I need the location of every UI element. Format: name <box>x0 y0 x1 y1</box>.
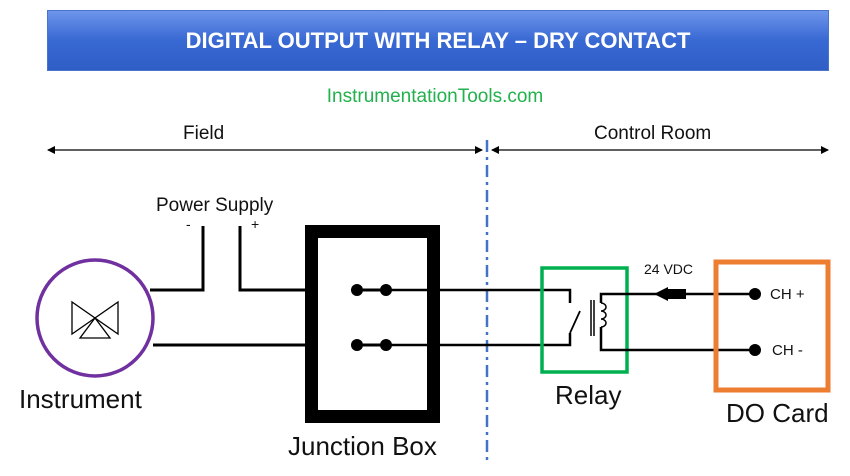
title-banner: DIGITAL OUTPUT WITH RELAY – DRY CONTACT <box>47 10 829 71</box>
do-channel-plus-terminal <box>749 288 761 300</box>
current-arrow-body <box>668 289 686 299</box>
jb-to-relay-wire-bottom <box>386 333 572 347</box>
power-supply-plus-label: + <box>251 216 260 232</box>
relay-coil-icon <box>590 300 607 336</box>
junction-box-label: Junction Box <box>288 431 437 461</box>
voltage-label: 24 VDC <box>644 261 694 277</box>
relay-coil-bottom-wire <box>599 327 755 352</box>
power-supply-minus-label: - <box>186 216 191 232</box>
do-card-label: DO Card <box>726 398 829 428</box>
relay-box <box>540 266 629 374</box>
relay-contact-switch <box>569 310 581 334</box>
power-supply-minus-wire <box>150 226 205 292</box>
channel-minus-label: CH - <box>772 342 803 359</box>
relay-coil-top-wire <box>599 292 755 303</box>
channel-plus-label: CH + <box>770 286 805 303</box>
jb-to-relay-wire-top <box>386 288 572 303</box>
current-arrow-icon <box>654 287 668 301</box>
field-zone-label: Field <box>183 123 225 144</box>
control-room-zone-label: Control Room <box>594 123 712 144</box>
instrument-label: Instrument <box>19 384 142 414</box>
do-card-box <box>713 259 831 393</box>
valve-icon <box>71 300 119 339</box>
site-subtitle: InstrumentationTools.com <box>326 86 544 107</box>
jb-terminal <box>351 284 363 296</box>
page-title: DIGITAL OUTPUT WITH RELAY – DRY CONTACT <box>185 27 691 53</box>
junction-box-inner <box>318 238 427 410</box>
relay-label: Relay <box>555 380 622 410</box>
jb-terminal <box>351 339 363 351</box>
do-channel-minus-terminal <box>749 344 761 356</box>
power-supply-label: Power Supply <box>156 195 274 216</box>
instrument-circle <box>35 258 155 378</box>
